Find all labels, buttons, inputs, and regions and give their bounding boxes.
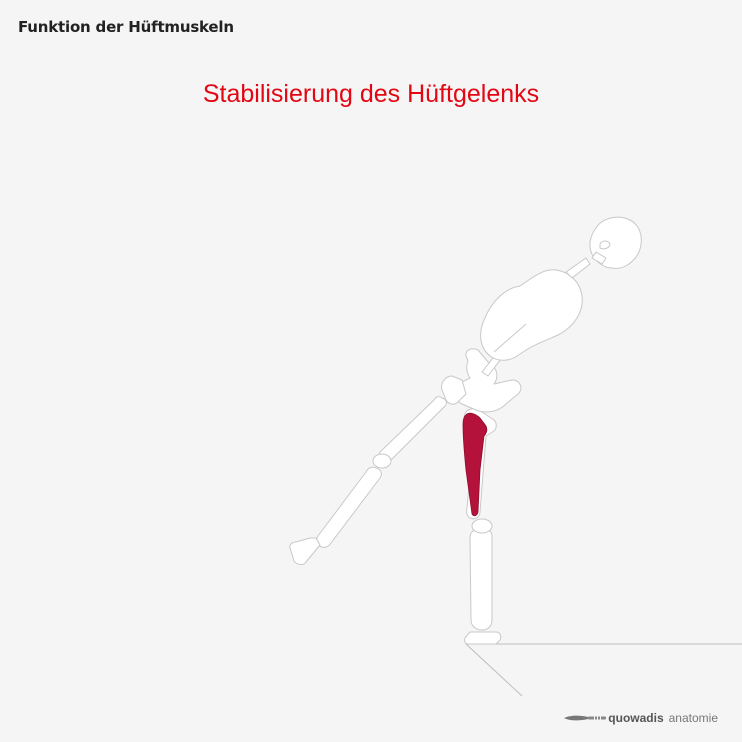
skull-eye-socket — [599, 240, 611, 250]
sacrum — [441, 375, 467, 405]
scalpel-icon — [564, 715, 607, 721]
lifted-thigh-shaft — [378, 396, 447, 463]
brand-logo: quowadis anatomie — [564, 711, 718, 725]
lifted-knee — [372, 453, 392, 469]
highlighted-hip-muscle — [462, 412, 488, 517]
standing-tibia — [469, 528, 493, 631]
lifted-foot — [289, 537, 321, 565]
standing-foot — [464, 631, 502, 645]
page-title: Funktion der Hüftmuskeln — [18, 18, 234, 36]
neck — [565, 257, 591, 279]
brand-name-light: anatomie — [668, 711, 718, 725]
brand-name-bold: quowadis — [608, 711, 664, 725]
diagram-title: Stabilisierung des Hüftgelenks — [202, 80, 540, 108]
rib-cage — [480, 269, 583, 361]
skull-jaw — [591, 251, 607, 265]
step-edge-line — [465, 643, 523, 697]
sternum-line — [493, 323, 527, 353]
standing-knee — [471, 518, 493, 534]
lifted-shin-bone — [316, 466, 382, 548]
